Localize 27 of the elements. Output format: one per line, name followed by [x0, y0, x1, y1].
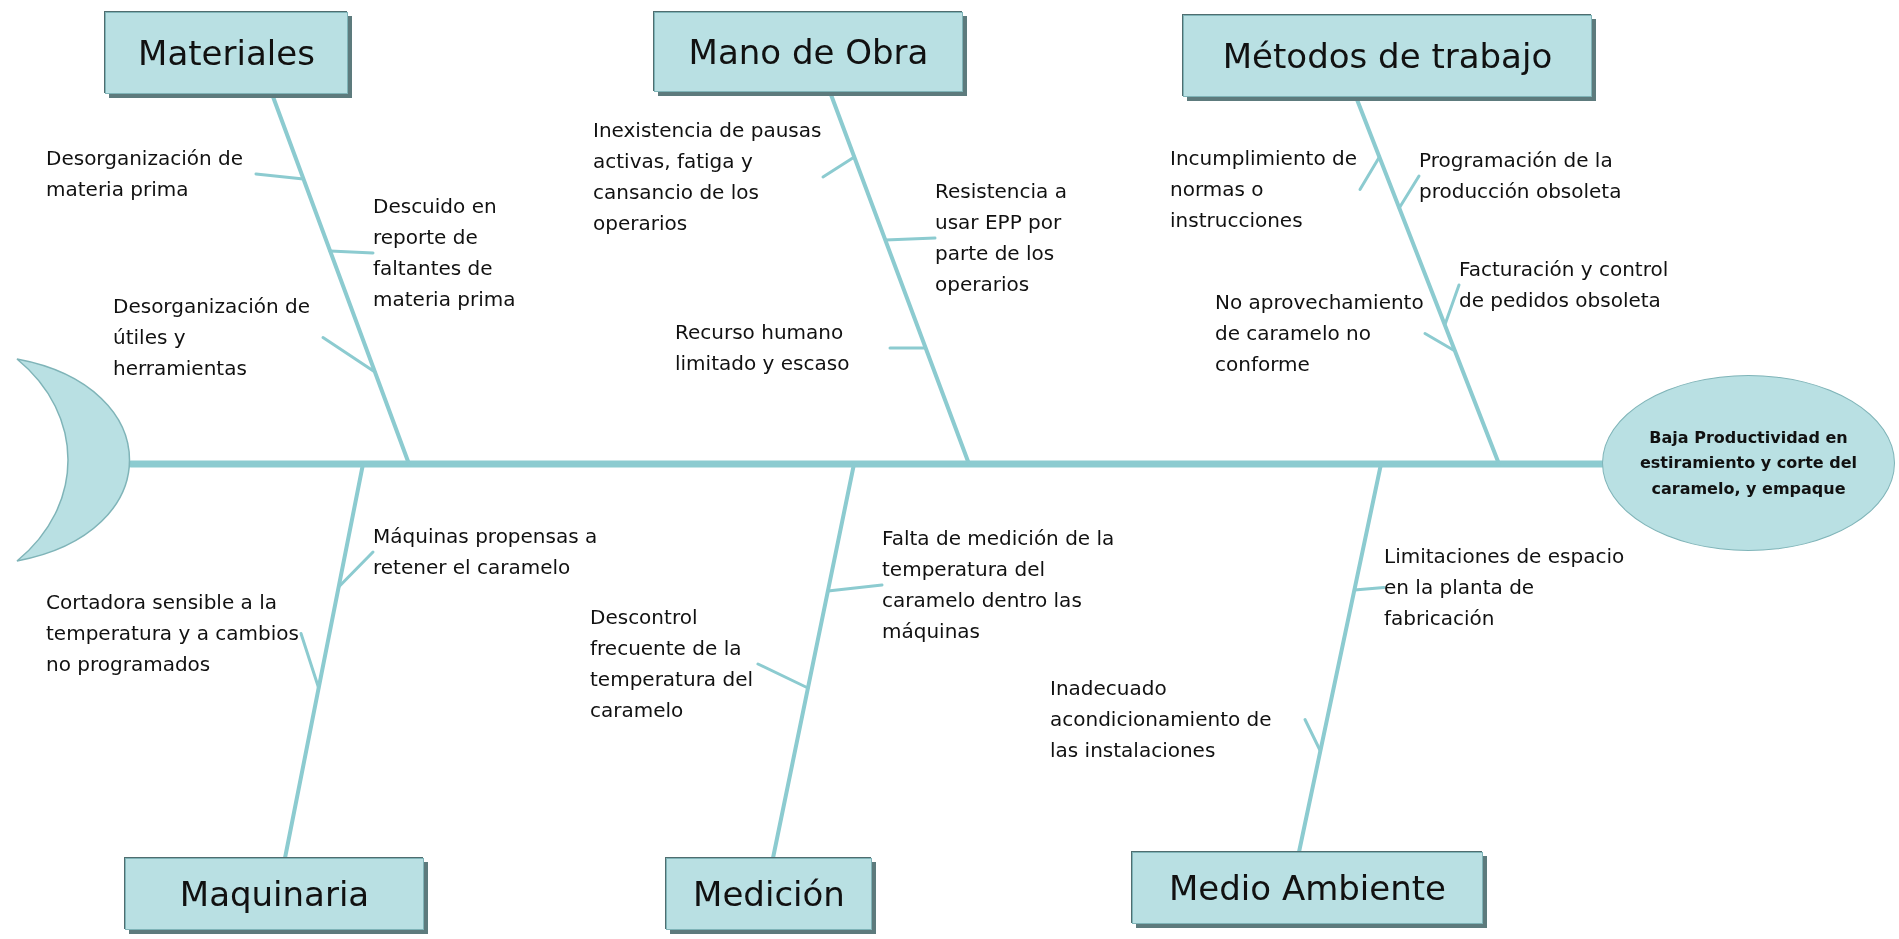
cause-line — [1358, 155, 1381, 191]
cause-text: Recurso humano limitado y escaso — [675, 317, 890, 379]
cause-line — [1303, 718, 1322, 753]
cause-text: Descontrol frecuente de la temperatura del caramelo — [590, 602, 758, 726]
cause-line — [821, 155, 856, 179]
cause-line — [328, 249, 375, 255]
cause-text: Cortadora sensible a la temperatura y a cambios no programados — [46, 587, 301, 680]
cause-text: Facturación y control de pedidos obsoleta — [1459, 254, 1689, 316]
cause-text: Inadecuado acondicionamiento de las instalaciones — [1050, 673, 1305, 766]
cause-text: Incumplimiento de normas o instrucciones — [1170, 143, 1360, 236]
cause-text: Programación de la producción obsoleta — [1419, 145, 1669, 207]
cause-line — [883, 236, 937, 242]
cause-line — [254, 172, 305, 181]
cause-line — [1397, 174, 1421, 210]
cause-text: Máquinas propensas a retener el caramelo — [373, 521, 633, 583]
cause-text: Descuido en reporte de faltantes de materia prima — [373, 191, 563, 315]
cause-text: Resistencia a usar EPP por parte de los operarios — [935, 176, 1110, 300]
cause-text: No aprovechamiento de caramelo no conforme — [1215, 287, 1425, 380]
cause-text: Desorganización de útiles y herramientas — [113, 291, 323, 384]
cause-line — [337, 550, 375, 589]
cause-text: Falta de medición de la temperatura del caramelo dentro las máquinas — [882, 523, 1142, 647]
cause-line — [299, 632, 321, 690]
cause-line — [1443, 283, 1461, 327]
cause-line — [756, 662, 810, 690]
cause-line — [826, 583, 884, 593]
cause-text: Desorganización de materia prima — [46, 143, 256, 205]
cause-text: Inexistencia de pausas activas, fatiga y cansancio de los operarios — [593, 115, 823, 239]
